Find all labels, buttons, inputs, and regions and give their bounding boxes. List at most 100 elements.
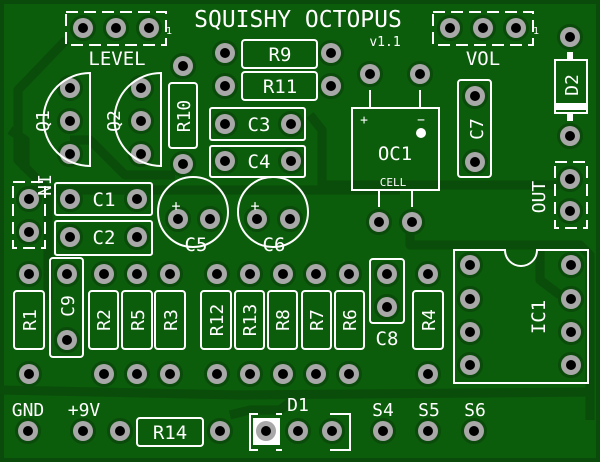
c7-outline — [457, 79, 492, 178]
r7-label: R7 — [307, 309, 328, 331]
pad — [558, 252, 584, 278]
ic1-label: IC1 — [528, 300, 550, 334]
c9-label: C9 — [58, 295, 79, 317]
out-jack-outline — [554, 161, 588, 229]
pad — [57, 186, 83, 212]
pad — [462, 149, 488, 175]
pad — [128, 141, 154, 167]
c3-outline — [209, 107, 306, 141]
pad — [557, 24, 583, 50]
pad — [91, 361, 117, 387]
pad — [204, 361, 230, 387]
r6-outline — [334, 290, 365, 350]
pad — [415, 418, 441, 444]
pad — [237, 361, 263, 387]
pad — [16, 219, 42, 245]
pad — [103, 15, 129, 41]
pad — [374, 261, 400, 287]
r10-label: R10 — [174, 100, 195, 133]
c6-label: C6 — [263, 234, 286, 256]
pad — [204, 261, 230, 287]
out-label: OUT — [529, 181, 550, 214]
pad — [16, 361, 42, 387]
r13-outline — [234, 290, 265, 350]
silkscreen — [12, 11, 589, 451]
vol-pot-outline — [432, 11, 534, 46]
in-jack-outline — [12, 181, 46, 249]
pad — [303, 261, 329, 287]
pad — [212, 40, 238, 66]
traces — [0, 36, 595, 420]
vol-pin1-label: 1 — [533, 26, 539, 37]
pad — [128, 108, 154, 134]
s6-label: S6 — [464, 400, 486, 421]
pad — [165, 206, 191, 232]
c3-label: C3 — [248, 114, 271, 136]
r12-label: R12 — [207, 304, 228, 337]
c8-label: C8 — [376, 328, 399, 350]
pads — [15, 15, 584, 445]
pad — [558, 319, 584, 345]
pad — [503, 15, 529, 41]
pad — [136, 15, 162, 41]
pad — [557, 166, 583, 192]
pad — [270, 361, 296, 387]
r9-label: R9 — [269, 44, 292, 66]
r10-outline — [168, 82, 198, 149]
pad — [54, 261, 80, 287]
c4-outline — [209, 145, 306, 178]
oc1-minus-label: − — [417, 113, 425, 128]
c2-label: C2 — [93, 227, 116, 249]
pad — [415, 361, 441, 387]
level-label: LEVEL — [88, 48, 145, 70]
pad — [457, 252, 483, 278]
pad — [303, 361, 329, 387]
pad — [70, 418, 96, 444]
board-title: SQUISHY OCTOPUS — [194, 7, 402, 33]
r7-outline — [301, 290, 332, 350]
q1-label: Q1 — [33, 110, 54, 132]
r6-label: R6 — [340, 309, 361, 331]
c5-plus-label: + — [171, 197, 180, 215]
pad — [366, 209, 392, 235]
r11-label: R11 — [263, 76, 297, 98]
pad — [278, 111, 304, 137]
c2-outline — [54, 220, 153, 256]
pad — [457, 286, 483, 312]
c7-label: C7 — [467, 118, 488, 140]
level-pin1-label: 1 — [166, 26, 172, 37]
r8-label: R8 — [273, 309, 294, 331]
pad — [57, 141, 83, 167]
r11-outline — [241, 71, 318, 101]
gnd-label: GND — [12, 400, 45, 421]
pad — [16, 261, 42, 287]
ic1-outline — [453, 249, 589, 384]
pad — [124, 186, 150, 212]
pad — [91, 261, 117, 287]
pad — [157, 261, 183, 287]
r14-outline — [136, 417, 204, 447]
oc1-plus-label: + — [360, 113, 368, 128]
c8-outline — [369, 258, 405, 324]
r3-outline — [154, 290, 186, 350]
q2-outline — [113, 71, 162, 168]
pad — [461, 418, 487, 444]
pad — [370, 418, 396, 444]
oc1-outline — [351, 107, 440, 191]
pad — [207, 418, 233, 444]
pad — [285, 418, 311, 444]
pad — [270, 261, 296, 287]
r1-outline — [13, 290, 45, 350]
pad — [57, 224, 83, 250]
pad — [457, 352, 483, 378]
q2-label: Q2 — [104, 110, 125, 132]
pad — [54, 327, 80, 353]
pad — [557, 198, 583, 224]
d2-band — [555, 103, 587, 110]
d1-label: D1 — [287, 395, 309, 416]
r2-outline — [88, 290, 119, 350]
pad — [57, 75, 83, 101]
r3-label: R3 — [161, 309, 182, 331]
r13-label: R13 — [240, 304, 261, 337]
pad — [157, 361, 183, 387]
